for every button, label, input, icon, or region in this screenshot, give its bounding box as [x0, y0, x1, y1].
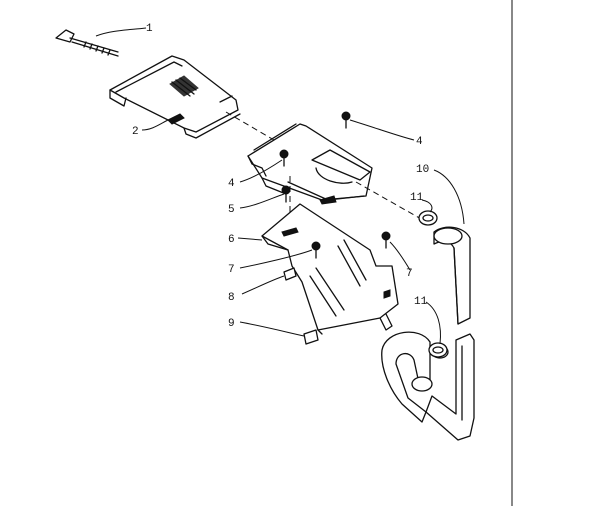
callout-8: 8: [228, 292, 235, 304]
part-4-screw-left: [279, 149, 289, 167]
leader-line-11a: [421, 199, 433, 213]
callout-9: 9: [228, 318, 235, 330]
part-10-hose: [381, 226, 475, 441]
callout-7a: 7: [228, 264, 235, 276]
part-5-screw: [281, 185, 291, 203]
callout-11a: 11: [410, 192, 424, 204]
assembly-guide-line: [355, 181, 431, 225]
callout-11b: 11: [414, 296, 428, 308]
leader-line-9: [239, 321, 305, 337]
callout-1: 1: [146, 23, 153, 35]
leader-line-4a: [349, 119, 415, 141]
assembly-guide-line: [225, 111, 275, 141]
part-2-handle: [109, 55, 241, 139]
leader-line-7a: [239, 249, 313, 269]
part-8-clip: [283, 267, 297, 281]
callout-6: 6: [228, 234, 235, 246]
part-11-clamp-lower: [428, 342, 448, 358]
bracket-housing: [247, 123, 373, 205]
callout-5: 5: [228, 204, 235, 216]
part-4-screw-top: [341, 111, 351, 129]
handle-grip-icon: [169, 75, 199, 97]
leader-line-2: [141, 119, 169, 131]
callout-7b: 7: [406, 268, 413, 280]
leader-line-1: [95, 27, 147, 37]
callout-2: 2: [132, 126, 139, 138]
leader-line-5: [239, 193, 285, 209]
part-11-clamp-upper: [418, 210, 438, 226]
leader-line-4b: [239, 159, 283, 183]
leader-line-6: [237, 237, 263, 241]
part-7-screw-right: [381, 231, 391, 249]
leader-line-11b: [425, 301, 441, 345]
leader-line-7b: [389, 241, 411, 271]
callout-4a: 4: [416, 136, 423, 148]
callout-4b: 4: [228, 178, 235, 190]
part-9-clip: [303, 329, 319, 345]
part-7-screw-left: [311, 241, 321, 259]
part-6-mounting-plate: [261, 203, 399, 335]
leader-line-10: [433, 169, 465, 225]
leader-line-8: [241, 275, 285, 295]
part-1-screw: [55, 29, 119, 57]
callout-10: 10: [416, 164, 429, 176]
